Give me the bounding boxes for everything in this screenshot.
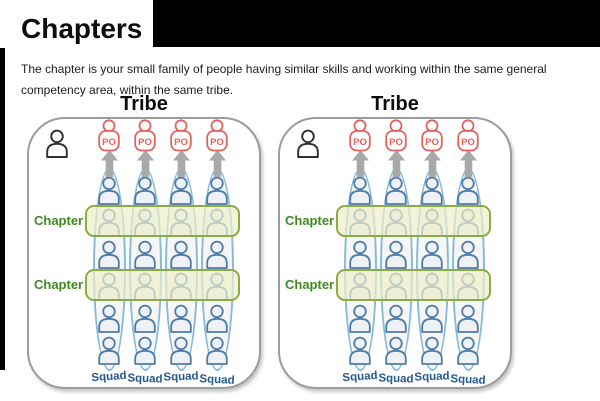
person-icon	[349, 336, 371, 365]
svg-text:PO: PO	[102, 137, 116, 148]
tribe-lead-person-icon	[297, 129, 319, 158]
up-arrow-icon	[136, 150, 154, 177]
person-icon	[98, 336, 120, 365]
up-arrow-icon	[208, 150, 226, 177]
squad-label: Squad	[450, 373, 486, 387]
person-icon	[206, 240, 228, 269]
up-arrow-icon	[172, 150, 190, 177]
up-arrow-icon	[351, 150, 369, 177]
person-icon	[457, 304, 479, 333]
person-icon	[170, 336, 192, 365]
person-icon	[170, 304, 192, 333]
tribe-lead-person-icon	[46, 129, 68, 158]
up-arrow-icon	[100, 150, 118, 177]
redaction-bar	[153, 0, 600, 47]
po-person-icon: PO	[421, 119, 443, 152]
po-person-icon: PO	[457, 119, 479, 152]
po-person-icon: PO	[349, 119, 371, 152]
chapter-label: Chapter	[34, 213, 84, 228]
person-icon	[421, 240, 443, 269]
person-icon	[206, 336, 228, 365]
person-icon	[134, 240, 156, 269]
person-icon	[98, 240, 120, 269]
person-icon	[170, 240, 192, 269]
chapter-band	[85, 269, 240, 301]
person-icon	[206, 176, 228, 205]
svg-text:PO: PO	[461, 137, 475, 148]
person-icon	[349, 240, 371, 269]
person-icon	[206, 304, 228, 333]
person-icon	[349, 176, 371, 205]
person-icon	[457, 240, 479, 269]
po-person-icon: PO	[206, 119, 228, 152]
squad-label: Squad	[199, 373, 235, 387]
person-icon	[98, 304, 120, 333]
person-icon	[134, 176, 156, 205]
po-person-icon: PO	[98, 119, 120, 152]
svg-text:PO: PO	[389, 137, 403, 148]
svg-text:PO: PO	[138, 137, 152, 148]
up-arrow-icon	[459, 150, 477, 177]
redaction-strip	[0, 48, 5, 370]
chapter-band	[336, 269, 491, 301]
intro-paragraph: The chapter is your small family of peop…	[21, 59, 596, 101]
chapter-label: Chapter	[285, 277, 335, 292]
person-icon	[457, 336, 479, 365]
person-icon	[134, 304, 156, 333]
svg-text:PO: PO	[425, 137, 439, 148]
page-title: Chapters	[21, 13, 143, 44]
person-icon	[421, 304, 443, 333]
intro-line: The chapter is your small family of peop…	[21, 62, 547, 76]
tribe-title: Tribe	[371, 93, 419, 115]
chapter-label: Chapter	[34, 277, 84, 292]
chapter-label: Chapter	[285, 213, 335, 228]
up-arrow-icon	[387, 150, 405, 177]
svg-text:PO: PO	[353, 137, 367, 148]
person-icon	[421, 176, 443, 205]
intro-line: competency area, within the same tribe.	[21, 83, 234, 97]
person-icon	[385, 240, 407, 269]
person-icon	[457, 176, 479, 205]
chapter-band	[85, 205, 240, 237]
po-person-icon: PO	[385, 119, 407, 152]
person-icon	[385, 176, 407, 205]
tribe-title: Tribe	[120, 93, 168, 115]
person-icon	[421, 336, 443, 365]
svg-text:PO: PO	[174, 137, 188, 148]
chapter-band	[336, 205, 491, 237]
person-icon	[349, 304, 371, 333]
po-person-icon: PO	[170, 119, 192, 152]
person-icon	[170, 176, 192, 205]
person-icon	[385, 304, 407, 333]
person-icon	[385, 336, 407, 365]
po-person-icon: PO	[134, 119, 156, 152]
person-icon	[134, 336, 156, 365]
svg-text:PO: PO	[210, 137, 224, 148]
up-arrow-icon	[423, 150, 441, 177]
person-icon	[98, 176, 120, 205]
